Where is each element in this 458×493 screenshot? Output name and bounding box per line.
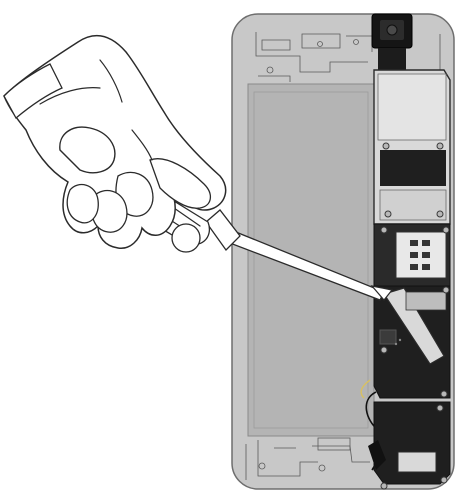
- front-camera: [372, 14, 412, 70]
- tool-handle-knob: [172, 224, 200, 252]
- lower-board: [374, 286, 450, 398]
- sim-connector-area: [374, 224, 450, 286]
- battery-area: [248, 84, 374, 436]
- loudspeaker-assembly: [368, 402, 450, 489]
- glove-finger-3: [67, 185, 98, 223]
- upper-shield: [374, 70, 450, 224]
